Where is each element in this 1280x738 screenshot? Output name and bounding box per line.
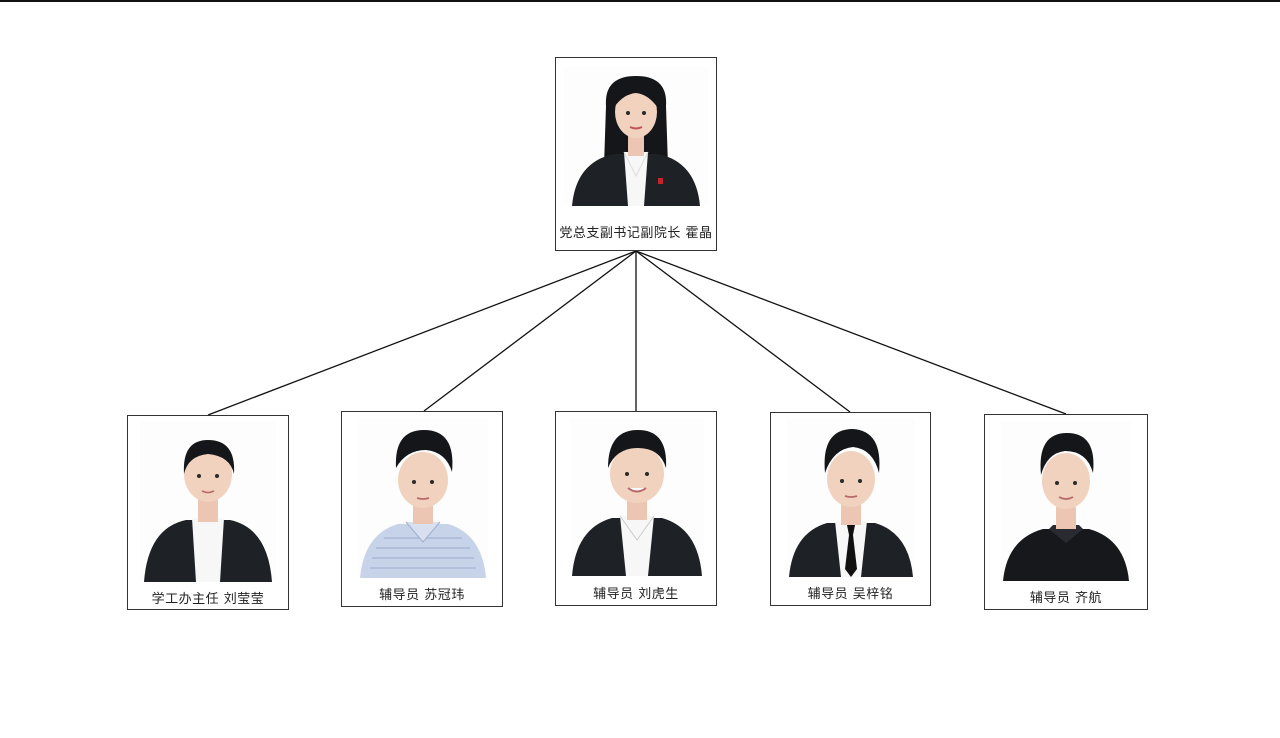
top-border-line <box>0 0 1280 2</box>
member-caption: 辅导员 齐航 <box>1029 591 1103 606</box>
member-card: 辅导员 苏冠玮 <box>341 411 503 607</box>
portrait-man-suit-tie-icon <box>787 419 915 577</box>
member-caption: 辅导员 吴梓铭 <box>807 587 894 602</box>
connector-to-member-1 <box>207 250 637 416</box>
root-caption: 党总支副书记副院长 霍晶 <box>559 226 713 241</box>
member-caption: 辅导员 刘虎生 <box>593 587 679 602</box>
member-card: 学工办主任 刘莹莹 <box>127 415 289 610</box>
member-card: 辅导员 吴梓铭 <box>770 412 931 606</box>
member-card: 辅导员 齐航 <box>984 414 1148 610</box>
member-caption: 辅导员 苏冠玮 <box>379 588 465 603</box>
connector-to-member-4 <box>635 250 851 413</box>
connector-to-member-2 <box>423 250 637 412</box>
portrait-man-dark-suit-icon <box>570 418 704 576</box>
portrait-woman-long-hair-dark-suit-icon <box>564 66 708 206</box>
root-card: 党总支副书记副院长 霍晶 <box>555 57 717 251</box>
connector-to-member-5 <box>635 250 1067 415</box>
portrait-woman-dark-suit-icon <box>140 422 276 582</box>
member-card: 辅导员 刘虎生 <box>555 411 717 606</box>
member-caption: 学工办主任 刘莹莹 <box>151 592 265 607</box>
portrait-man-striped-shirt-icon <box>358 418 488 578</box>
portrait-man-black-shirt-icon <box>1001 421 1131 581</box>
